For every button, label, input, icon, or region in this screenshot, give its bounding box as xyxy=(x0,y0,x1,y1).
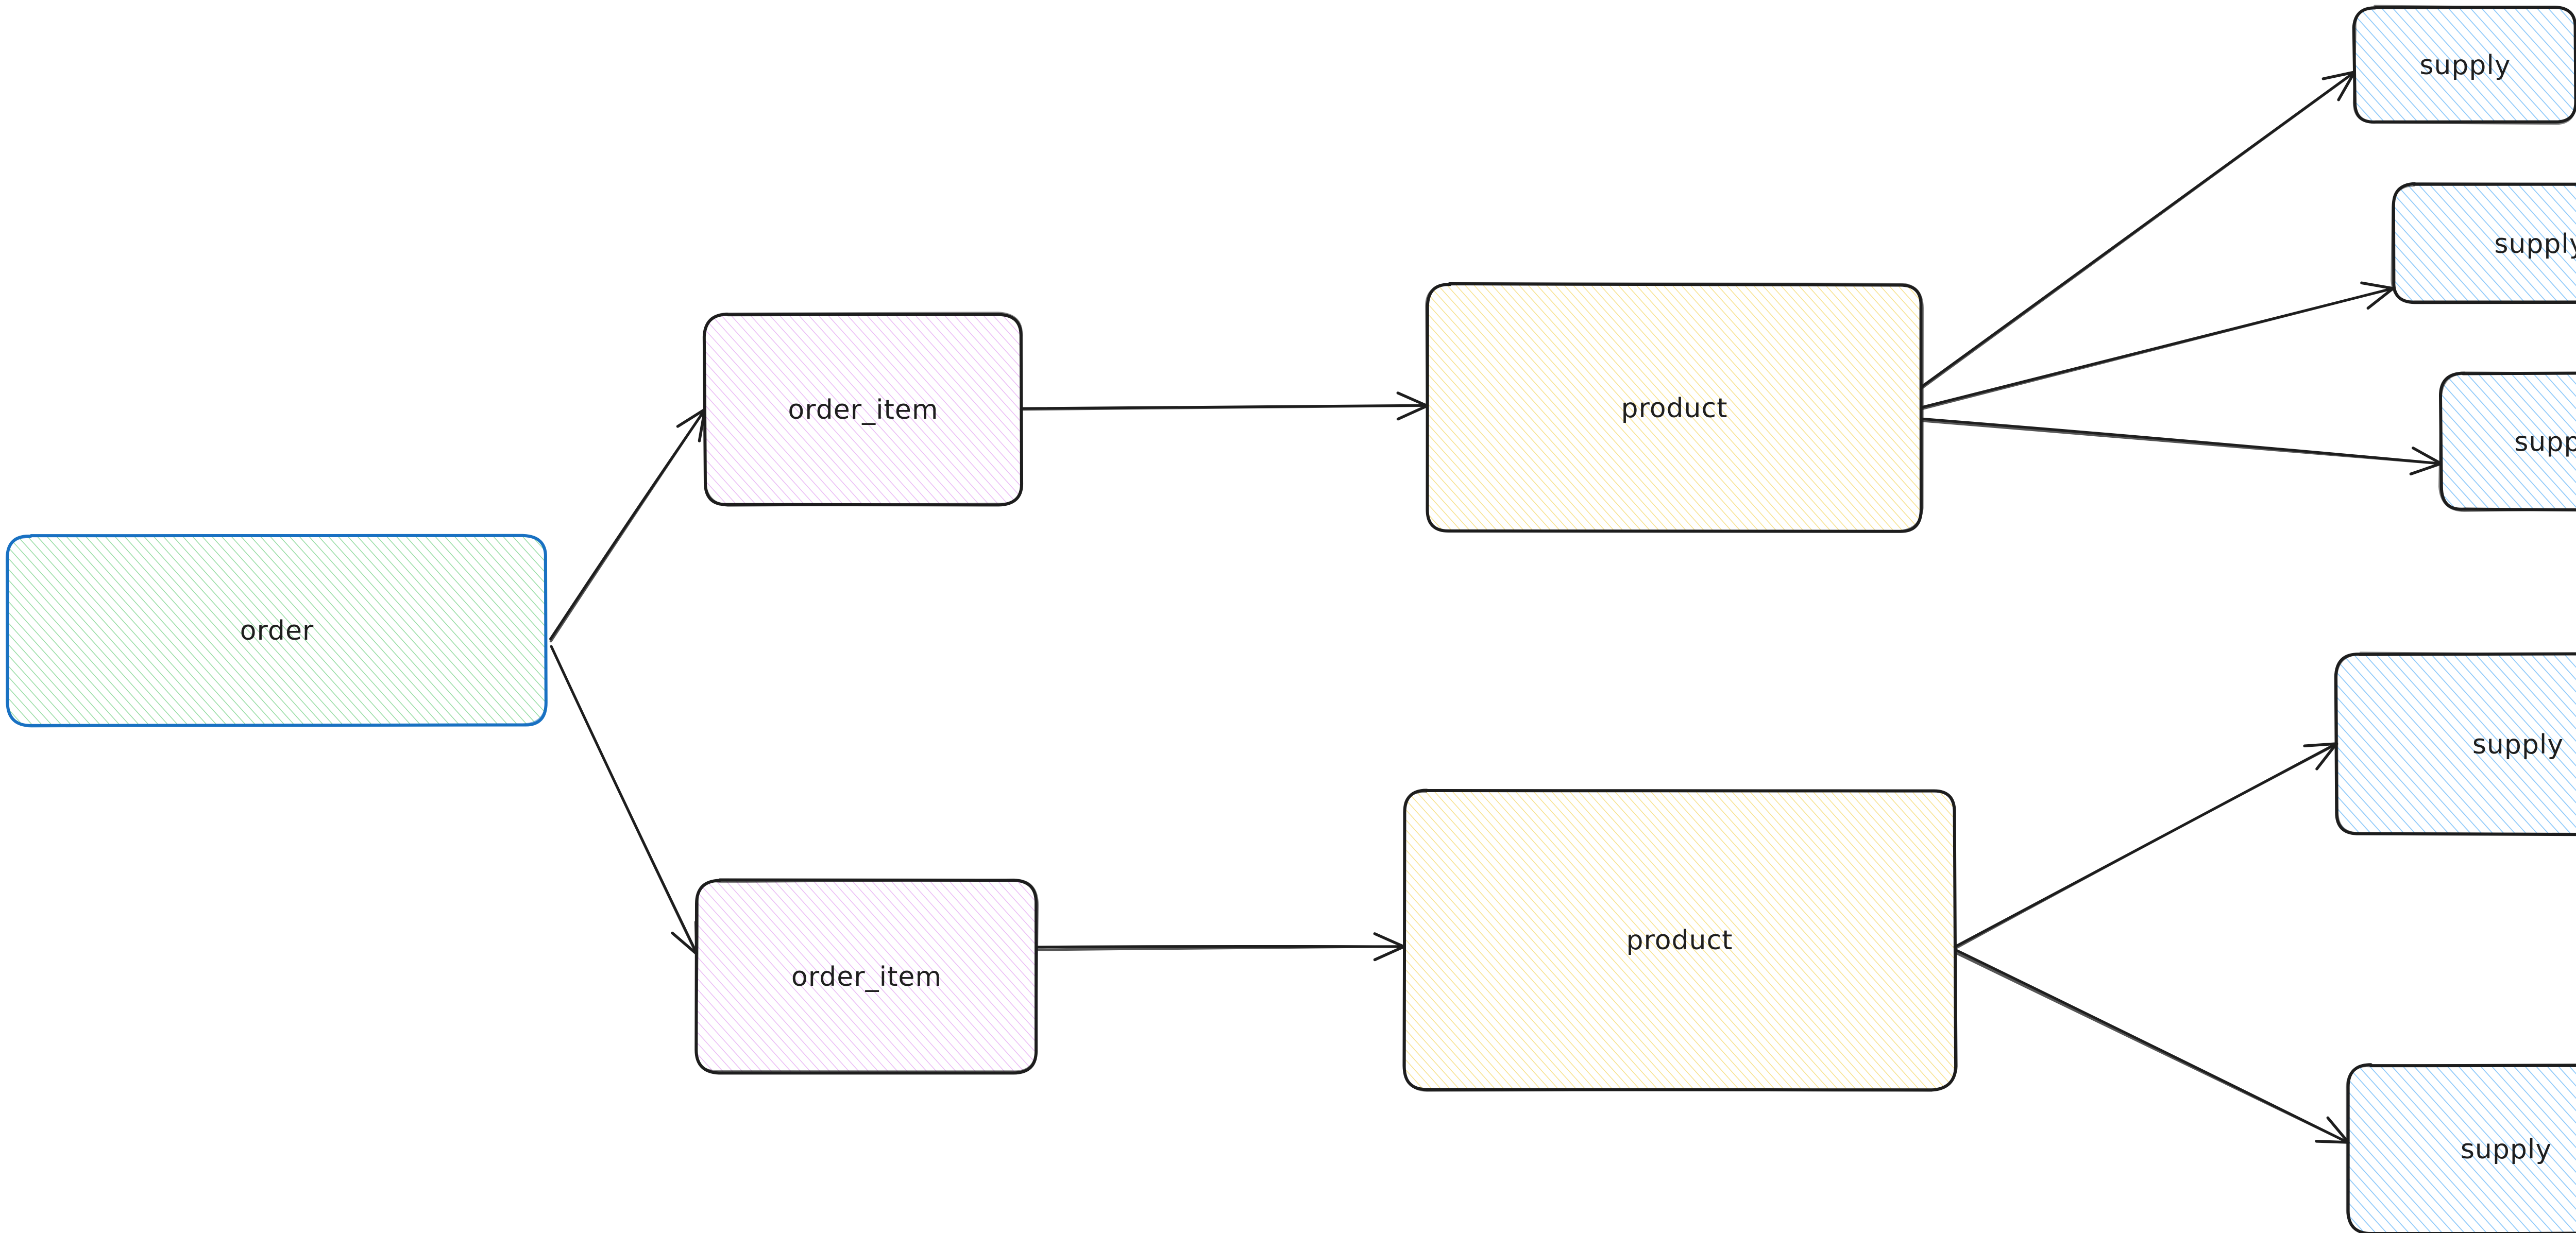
node-fill xyxy=(696,880,1038,1073)
edge-product_top-to-supply_3[interactable] xyxy=(1920,417,2443,476)
edge-stroke xyxy=(1036,945,1405,951)
node-label-supply_3: supply xyxy=(2514,427,2576,458)
node-product_bottom[interactable]: product xyxy=(1402,789,1958,1092)
node-fill xyxy=(704,314,1022,506)
node-outline xyxy=(2335,652,2576,835)
node-outline xyxy=(2346,1063,2576,1233)
node-fill xyxy=(2392,184,2576,303)
node-fill xyxy=(1403,790,1956,1090)
node-outline xyxy=(1425,282,1924,533)
node-layer: orderorder_itemorder_itemproductproducts… xyxy=(6,5,2576,1233)
arrow-head-icon xyxy=(2315,1116,2350,1144)
node-order_item_bottom[interactable]: order_item xyxy=(694,878,1039,1075)
edge-stroke xyxy=(1920,71,2356,390)
node-label-supply_5: supply xyxy=(2461,1134,2552,1165)
node-label-supply_2: supply xyxy=(2494,229,2576,260)
node-fill xyxy=(1426,284,1923,533)
arrow-head-icon xyxy=(2321,71,2356,101)
node-outline xyxy=(703,312,1023,507)
edge-stroke xyxy=(1921,287,2394,410)
node-order_item_top[interactable]: order_item xyxy=(702,312,1024,507)
node-fill xyxy=(2348,1064,2576,1233)
edge-stroke xyxy=(1920,419,2442,465)
edge-stroke xyxy=(1954,743,2338,950)
edge-order-to-order_item_top[interactable] xyxy=(549,408,706,643)
edge-product_bottom-to-supply_5[interactable] xyxy=(1954,948,2350,1144)
edge-stroke xyxy=(1954,951,2350,1144)
node-outline xyxy=(695,878,1039,1073)
node-label-order_item_bottom: order_item xyxy=(791,962,942,992)
node-supply_1[interactable]: supply xyxy=(2352,5,2576,125)
node-outline xyxy=(2391,182,2576,303)
edge-stroke xyxy=(1020,404,1429,411)
node-outline xyxy=(6,534,547,728)
edge-order-to-order_item_bottom[interactable] xyxy=(550,645,698,955)
arrow-head-icon xyxy=(2303,742,2338,770)
edge-layer xyxy=(549,71,2443,1144)
arrow-head-icon xyxy=(1396,391,1429,421)
arrow-head-icon xyxy=(2360,281,2395,310)
edge-product_bottom-to-supply_4[interactable] xyxy=(1953,742,2338,950)
node-label-product_top: product xyxy=(1621,393,1727,424)
edge-stroke xyxy=(549,408,706,643)
node-outline xyxy=(2352,5,2576,125)
node-order[interactable]: order xyxy=(6,534,548,728)
edge-order_item_top-to-product_top[interactable] xyxy=(1020,391,1429,421)
node-fill xyxy=(2441,373,2576,510)
node-fill xyxy=(7,535,547,725)
node-label-order_item_top: order_item xyxy=(788,395,938,425)
node-supply_3[interactable]: supply xyxy=(2438,371,2576,512)
node-outline xyxy=(1402,789,1958,1092)
node-outline xyxy=(2438,371,2576,512)
node-supply_4[interactable]: supply xyxy=(2334,652,2576,836)
node-label-supply_1: supply xyxy=(2419,50,2511,81)
edge-product_top-to-supply_2[interactable] xyxy=(1921,281,2395,410)
node-fill xyxy=(2336,654,2576,835)
node-supply_5[interactable]: supply xyxy=(2346,1063,2576,1233)
node-supply_2[interactable]: supply xyxy=(2391,182,2576,304)
edge-stroke xyxy=(550,646,698,955)
edge-product_top-to-supply_1[interactable] xyxy=(1920,71,2356,390)
node-product_top[interactable]: product xyxy=(1425,282,1924,533)
arrow-head-icon xyxy=(1373,932,1405,962)
node-label-product_bottom: product xyxy=(1626,925,1733,956)
node-label-order: order xyxy=(240,615,314,646)
edge-order_item_bottom-to-product_bottom[interactable] xyxy=(1035,932,1405,962)
node-label-supply_4: supply xyxy=(2472,729,2564,760)
arrow-head-icon xyxy=(2409,447,2443,476)
node-fill xyxy=(2353,6,2576,123)
